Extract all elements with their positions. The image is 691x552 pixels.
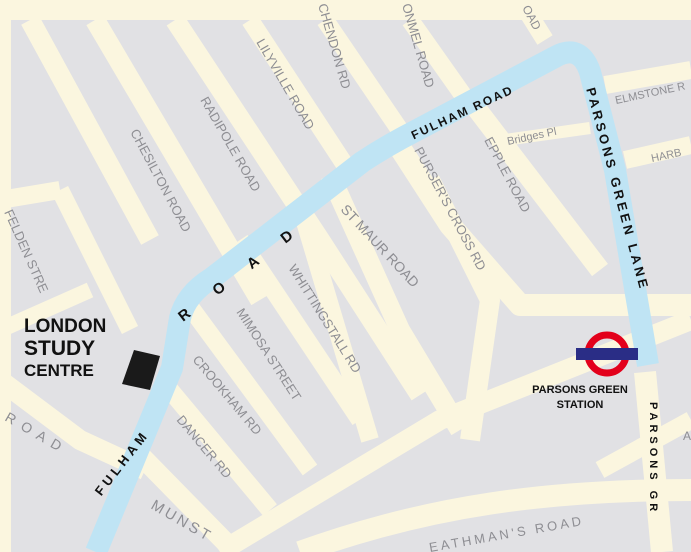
station-label-line2: STATION [557, 399, 604, 411]
london-study-centre-label: LONDON STUDY CENTRE [24, 316, 106, 380]
underground-roundel-icon[interactable] [576, 331, 638, 377]
centre-label-line2: STUDY [24, 337, 95, 360]
main-route [85, 41, 659, 552]
station-label-line1: PARSONS GREEN [532, 384, 628, 396]
centre-label-line1: LONDON [24, 316, 106, 337]
centre-label-line3: CENTRE [24, 361, 94, 380]
london-study-centre-marker[interactable] [122, 350, 160, 390]
station-label: PARSONS GREEN STATION [532, 384, 628, 411]
label-right-edge: A [683, 429, 691, 443]
label-parsons-green-lower: PARSONS GR [647, 402, 659, 515]
